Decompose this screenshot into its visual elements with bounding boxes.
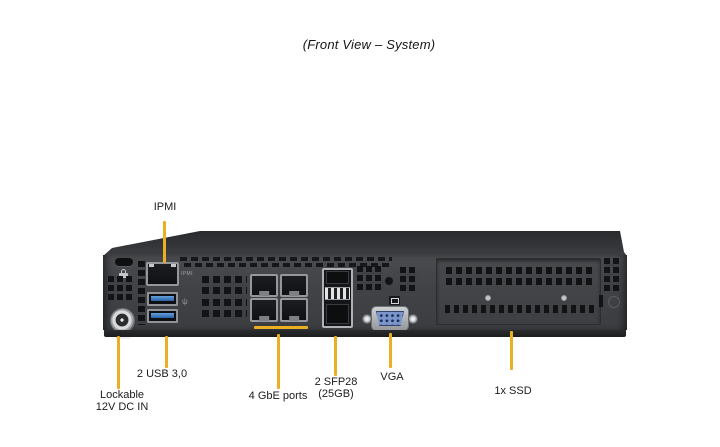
rj45-latch: [259, 316, 269, 321]
top-vent-band: [180, 257, 392, 268]
kensington-lock-slot: [115, 258, 133, 266]
label-ipmi: IPMI: [153, 201, 177, 213]
usb3-port-2: [147, 309, 178, 323]
vga-screw-right: [408, 314, 418, 324]
label-power-line1: Lockable: [99, 389, 145, 401]
mid-vent-grid-1: [202, 276, 247, 294]
vent-grid-small-1: [357, 266, 383, 291]
ipmi-port-label: IPMI: [181, 271, 193, 277]
sfp-pull-tabs: [325, 287, 350, 300]
label-gbe: 4 GbE ports: [248, 390, 308, 402]
callout-line-ssd: [510, 331, 513, 370]
ipmi-port: [146, 262, 179, 286]
lock-icon: [119, 269, 128, 278]
port-led-right: [171, 264, 176, 267]
sfp28-cage: [322, 268, 353, 328]
panel-screw-1: [485, 295, 491, 301]
round-hole: [385, 277, 393, 285]
vga-screw-left: [362, 314, 372, 324]
right-vent-grid: [604, 258, 620, 291]
callout-line-gbe: [277, 334, 280, 389]
ssd-vent-grid: [446, 267, 594, 286]
right-slot: [599, 295, 603, 307]
mid-vent-grid-2: [202, 299, 247, 317]
label-power-line2: 12V DC IN: [95, 401, 149, 413]
vga-pin-block: [376, 311, 404, 326]
sfp-slot-top: [326, 271, 349, 284]
port-led-left: [149, 264, 154, 267]
callout-line-power: [117, 336, 120, 389]
callout-line-usb: [165, 336, 168, 368]
label-sfp-line2: (25GB): [318, 388, 354, 400]
label-vga: VGA: [380, 371, 404, 383]
rj45-latch: [289, 316, 299, 321]
left-vent-grid: [108, 276, 133, 300]
badge-circle: [608, 296, 620, 308]
label-usb: 2 USB 3,0: [136, 368, 188, 380]
gbe-port-1: [250, 274, 278, 297]
ssd-hole-row: [445, 305, 595, 313]
callout-line-vga: [389, 333, 392, 368]
chassis-front-panel: IPMI ψ: [103, 255, 627, 339]
label-power: Lockable 12V DC IN: [72, 389, 172, 413]
usb-tongue: [151, 313, 174, 318]
server-chassis: IPMI ψ: [103, 229, 627, 339]
gbe-port-3: [250, 298, 278, 322]
sfp-slot-bottom: [326, 304, 349, 324]
label-ssd: 1x SSD: [494, 385, 532, 397]
usb3-port-1: [147, 292, 178, 306]
callout-line-sfp: [334, 336, 337, 376]
label-sfp-line1: 2 SFP28: [314, 376, 358, 388]
lock-body: [119, 273, 128, 278]
chassis-bottom-edge: [104, 330, 626, 337]
usb-icon: ψ: [182, 297, 188, 306]
gbe-port-2: [280, 274, 308, 297]
dc-jack-label-strip: [115, 335, 130, 339]
usb-tongue: [151, 296, 174, 301]
panel-screw-2: [561, 295, 567, 301]
lock-shackle: [121, 269, 126, 274]
ssd-bay-panel: [436, 258, 601, 325]
gbe-ports-bracket: [254, 326, 308, 329]
vent-column: [138, 261, 145, 325]
rj45-latch: [289, 291, 299, 296]
monitor-icon: [389, 296, 400, 305]
chassis-top-face: [103, 231, 627, 256]
label-sfp: 2 SFP28 (25GB): [296, 376, 376, 400]
gbe-port-4: [280, 298, 308, 322]
page-title: (Front View – System): [302, 37, 436, 52]
rj45-latch: [259, 291, 269, 296]
callout-line-ipmi: [163, 221, 166, 263]
vga-port: [362, 305, 418, 332]
vent-grid-small-2: [400, 267, 417, 292]
